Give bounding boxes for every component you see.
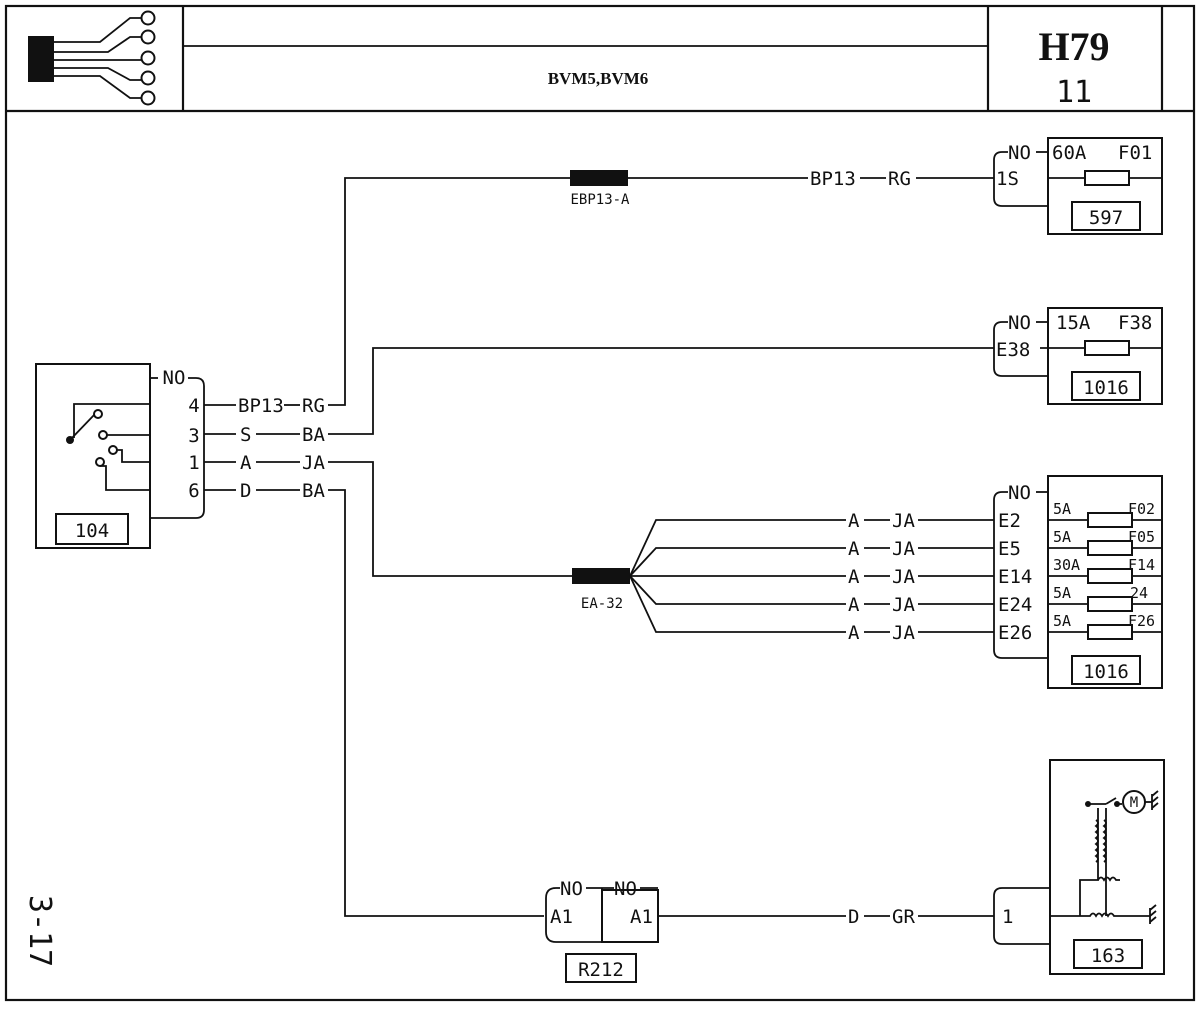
fuse-rating: 5A: [1053, 500, 1071, 518]
side-reference: 3-17: [22, 895, 57, 967]
header-code: H79: [1038, 24, 1109, 69]
fuse-icon: [1087, 596, 1133, 612]
component-1016-top-fuse-id: F38: [1118, 312, 1152, 334]
wire-label: BP13: [238, 395, 284, 417]
wire-label: JA: [892, 510, 915, 532]
splice-ebp13-label: EBP13-A: [570, 192, 630, 208]
component-1016-top-pin: E38: [996, 339, 1030, 361]
wire-label: A: [848, 566, 860, 588]
fuse-rating: 5A: [1053, 584, 1071, 602]
motor-icon: M: [1079, 790, 1159, 924]
component-1016-bottom-pin: E5: [998, 538, 1021, 560]
wire-label: GR: [892, 906, 915, 928]
wire-label: JA: [892, 566, 915, 588]
fuse-rating: 5A: [1053, 528, 1071, 546]
component-1016-bottom-pin: E14: [998, 566, 1032, 588]
component-r212-pin-left: A1: [550, 906, 573, 928]
component-1016-bottom-pin: E24: [998, 594, 1032, 616]
component-r212-label: R212: [578, 959, 624, 981]
fuse-icon: [1087, 512, 1133, 528]
fuse-icon: [1084, 340, 1130, 356]
wire-label: A: [240, 452, 252, 474]
component-104-pin-6: 6: [188, 480, 199, 502]
fuse-id: 24: [1130, 584, 1148, 602]
wire-label: JA: [892, 538, 915, 560]
component-597-label: 597: [1089, 207, 1123, 229]
wire-label: S: [240, 424, 251, 446]
wire-r212-163: D GR: [658, 906, 994, 928]
fuse-id: F05: [1128, 528, 1155, 546]
component-1016-top: NO E38 15A F38 1016: [993, 307, 1163, 405]
header-number: 11: [1056, 75, 1092, 110]
wire-label: JA: [302, 452, 325, 474]
switch-icon: [66, 403, 150, 491]
wire-label: BA: [302, 424, 325, 446]
component-104-label: 104: [75, 520, 109, 542]
component-r212-no-left: NO: [560, 878, 583, 900]
motor-label: M: [1130, 795, 1138, 811]
component-163: 1 M 163: [993, 759, 1165, 975]
fuse-rating: 30A: [1053, 556, 1080, 574]
wire-label: A: [848, 538, 860, 560]
component-1016-bottom: NO E2 E5 E14 E24 E26 5A 5A 30A 5A 5A F02…: [993, 475, 1163, 689]
component-104-pin-4: 4: [188, 395, 199, 417]
splice-ea32: EA-32 A A A A A JA JA JA JA JA: [572, 510, 994, 644]
wire-label: A: [848, 622, 860, 644]
fuse-icon: [1084, 170, 1130, 186]
wire-label: BA: [302, 480, 325, 502]
component-r212: NO NO A1 A1 R212: [545, 878, 659, 983]
component-1016-bottom-no: NO: [1008, 482, 1031, 504]
fuse-id: F02: [1128, 500, 1155, 518]
sheet-border: [4, 4, 1196, 1002]
wire-label: A: [848, 510, 860, 532]
component-1016-top-no: NO: [1008, 312, 1031, 334]
component-r212-pin-right: A1: [630, 906, 653, 928]
component-597-pin: 1S: [996, 168, 1019, 190]
component-104-pin-3: 3: [188, 425, 199, 447]
fuse-icon: [1087, 624, 1133, 640]
header-title: BVM5,BVM6: [548, 69, 649, 88]
fuse-icon: [1087, 568, 1133, 584]
wire-label: JA: [892, 622, 915, 644]
connector-logo-icon: [28, 10, 156, 106]
component-597: NO 1S 60A F01 597: [993, 137, 1163, 235]
component-163-label: 163: [1091, 945, 1125, 967]
component-1016-bottom-pin: E2: [998, 510, 1021, 532]
component-1016-bottom-pin: E26: [998, 622, 1032, 644]
splice-ea32-label: EA-32: [581, 596, 623, 612]
component-104-pin-1: 1: [188, 452, 199, 474]
component-163-pin: 1: [1002, 906, 1013, 928]
wire-label: RG: [302, 395, 325, 417]
component-104: 104 NO 4 3 1 6: [35, 363, 205, 549]
fuse-id: F26: [1128, 612, 1155, 630]
component-104-no: NO: [163, 367, 186, 389]
wire-label: D: [848, 906, 859, 928]
wire-label: RG: [888, 168, 911, 190]
component-1016-top-label: 1016: [1083, 377, 1129, 399]
wires-from-104: BP13 RG S BA A JA D BA: [204, 177, 994, 917]
splice-ebp13: EBP13-A BP13 RG: [570, 168, 994, 208]
wire-label: D: [240, 480, 251, 502]
component-1016-bottom-label: 1016: [1083, 661, 1129, 683]
component-597-no: NO: [1008, 142, 1031, 164]
fuse-rating: 5A: [1053, 612, 1071, 630]
wire-label: JA: [892, 594, 915, 616]
wire-label: A: [848, 594, 860, 616]
component-597-fuse-rating: 60A: [1052, 142, 1087, 164]
fuse-id: F14: [1128, 556, 1155, 574]
wire-label: BP13: [810, 168, 856, 190]
component-r212-no-right: NO: [614, 878, 637, 900]
component-597-fuse-id: F01: [1118, 142, 1152, 164]
fuse-icon: [1087, 540, 1133, 556]
component-1016-top-fuse-rating: 15A: [1056, 312, 1091, 334]
